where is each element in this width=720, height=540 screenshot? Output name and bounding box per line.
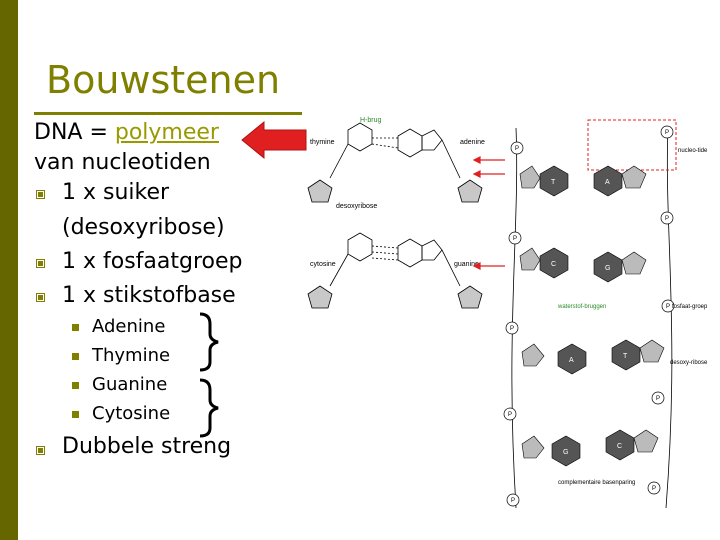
svg-text:A: A — [605, 179, 610, 186]
red-arrow-icon — [241, 120, 307, 160]
dna-ladder — [511, 127, 673, 509]
dna-prefix: DNA = — [34, 120, 115, 145]
base-pairs: T A C G A T G C — [519, 165, 665, 467]
bullet-suiker-cont: (desoxyribose) — [62, 215, 225, 240]
svg-text:P: P — [508, 412, 512, 418]
h-bond-label: H-brug — [360, 117, 382, 124]
svg-text:A: A — [569, 357, 574, 364]
phosphate-icons — [503, 125, 675, 507]
bullet-icon — [36, 446, 45, 455]
hydrogen-bridges-label: waterstof-bruggen — [557, 304, 606, 310]
svg-text:C: C — [551, 261, 556, 268]
sub-bullet-icon — [72, 324, 79, 331]
cytosine-label: cytosine — [310, 261, 336, 268]
slide-title: Bouwstenen — [46, 58, 281, 102]
svg-text:G: G — [563, 449, 568, 456]
thymine-label: thymine — [310, 139, 335, 146]
bullet-icon — [36, 259, 45, 268]
arrows — [472, 156, 505, 270]
svg-text:P: P — [511, 498, 515, 504]
sub-bullet-icon — [72, 411, 79, 418]
brace-icons — [199, 312, 219, 438]
desoxyribose-label: desoxyribose — [336, 203, 377, 210]
cytosine-guanine-molecule — [329, 232, 461, 287]
sugar-icon — [457, 179, 483, 203]
svg-text:P: P — [510, 326, 514, 332]
base-thymine: Thymine — [92, 345, 171, 366]
sugar-icon — [307, 179, 333, 203]
sub-bullet-icon — [72, 353, 79, 360]
guanine-label: guanine — [454, 261, 479, 268]
adenine-label: adenine — [460, 139, 485, 146]
left-sidebar-bar — [0, 0, 18, 540]
title-underline — [34, 112, 302, 115]
svg-text:P: P — [656, 396, 660, 402]
phosphate-letters: P P P P P P P P P P — [508, 130, 670, 504]
svg-text:G: G — [605, 265, 610, 272]
phosphate-group-label: fosfaat-groep — [672, 304, 708, 310]
bullet-fosfaat: 1 x fosfaatgroep — [62, 249, 243, 274]
bullet-icon — [36, 190, 45, 199]
svg-text:P: P — [665, 130, 669, 136]
svg-text:P: P — [666, 304, 670, 310]
svg-text:P: P — [652, 486, 656, 492]
line-dna: DNA = polymeer — [34, 122, 219, 144]
sugar-icon — [457, 285, 483, 309]
svg-text:P: P — [515, 146, 519, 152]
svg-text:T: T — [623, 353, 628, 360]
bullet-suiker: 1 x suiker — [62, 180, 170, 205]
sugar-icon — [307, 285, 333, 309]
bullet-stikstof: 1 x stikstofbase — [62, 283, 236, 308]
base-guanine: Guanine — [92, 374, 168, 395]
polymeer-link[interactable]: polymeer — [114, 120, 219, 145]
svg-text:C: C — [617, 443, 622, 450]
bullet-dubbele-streng: Dubbele streng — [62, 434, 232, 459]
svg-text:T: T — [551, 179, 556, 186]
bullet-icon — [36, 293, 45, 302]
thymine-adenine-molecule — [329, 122, 461, 179]
line-nucleotiden: van nucleotiden — [34, 150, 211, 175]
complementary-label: complementaire basenparing — [558, 480, 635, 486]
base-adenine: Adenine — [92, 316, 166, 337]
deoxyribose-right-label: desoxy-ribose — [670, 360, 708, 366]
svg-text:P: P — [665, 216, 669, 222]
base-cytosine: Cytosine — [92, 403, 171, 424]
dna-structure-figure: H-brug thymine adenine desoxyribose cyto… — [307, 117, 708, 509]
nucleotide-label: nucleo-tide — [678, 148, 708, 154]
sub-bullet-icon — [72, 382, 79, 389]
svg-text:P: P — [513, 236, 517, 242]
